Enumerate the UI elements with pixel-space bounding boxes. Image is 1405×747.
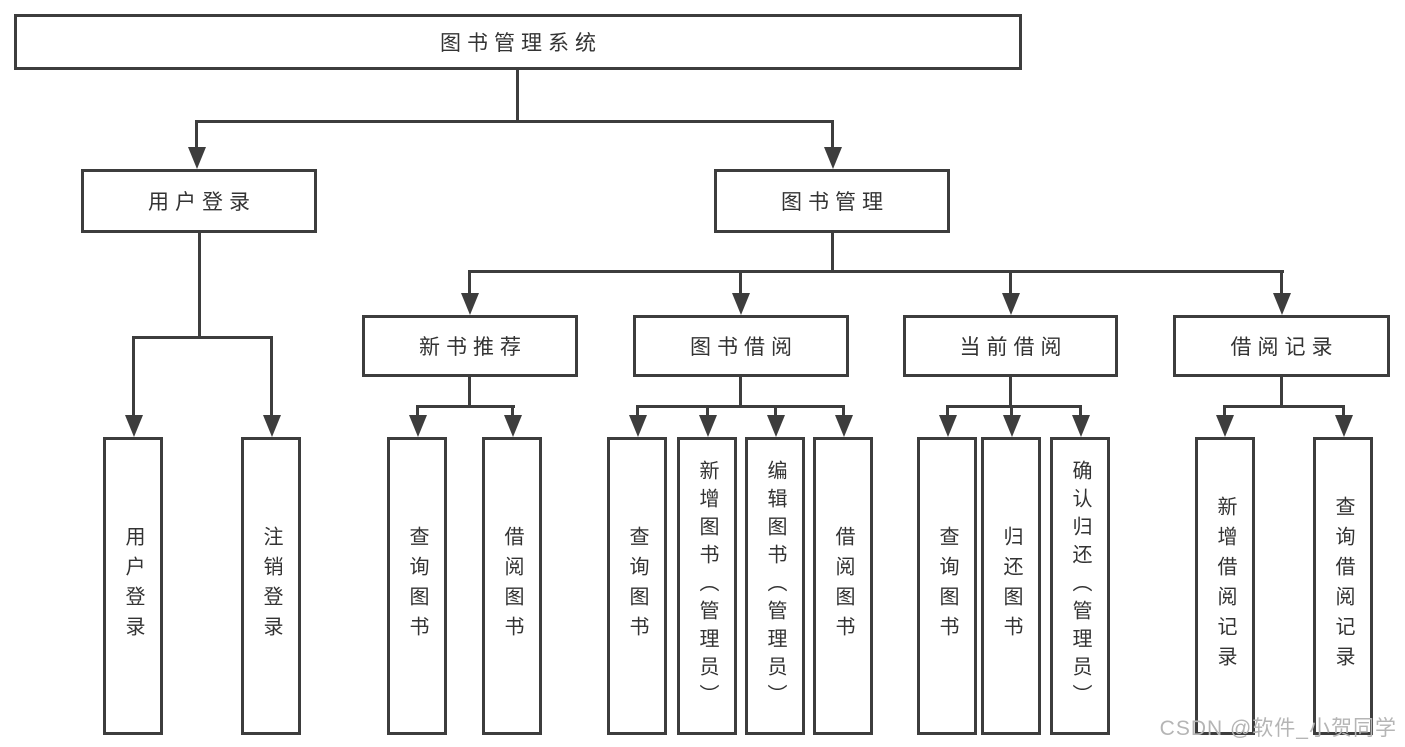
connector [416, 405, 419, 415]
arrow-down-icon [1335, 415, 1353, 437]
node-root-label: 图书管理系统 [440, 32, 602, 55]
leaf-return-book: 归还图书 [981, 437, 1041, 735]
leaf-query-book-borrow-label: 查询图书 [626, 526, 648, 646]
arrow-down-icon [1072, 415, 1090, 437]
arrow-down-icon [1003, 415, 1021, 437]
leaf-query-book-recommend-label: 查询图书 [406, 526, 428, 646]
connector [1280, 377, 1283, 405]
leaf-logout-label: 注销登录 [260, 526, 282, 646]
connector [195, 120, 834, 123]
connector [1079, 405, 1082, 415]
connector [1342, 405, 1345, 415]
node-book-management: 图书管理 [714, 169, 950, 233]
leaf-borrow-book-label: 借阅图书 [832, 526, 854, 646]
connector [270, 336, 273, 415]
node-borrow-records-label: 借阅记录 [1230, 336, 1339, 359]
arrow-down-icon [629, 415, 647, 437]
connector [516, 70, 519, 120]
connector [1010, 405, 1013, 415]
leaf-query-borrow-record: 查询借阅记录 [1313, 437, 1373, 735]
leaf-query-book-current: 查询图书 [917, 437, 977, 735]
connector [1009, 270, 1012, 293]
node-current-borrow: 当前借阅 [903, 315, 1118, 377]
arrow-down-icon [263, 415, 281, 437]
connector [198, 233, 201, 336]
arrow-down-icon [1273, 293, 1291, 315]
leaf-return-book-label: 归还图书 [1000, 526, 1022, 646]
leaf-confirm-return-admin-label: 确认归还（管理员） [1069, 460, 1091, 712]
connector [946, 405, 949, 415]
leaf-add-book-admin-label: 新增图书（管理员） [696, 460, 718, 712]
leaf-borrow-book: 借阅图书 [813, 437, 873, 735]
connector [132, 336, 135, 415]
node-new-book-recommend: 新书推荐 [362, 315, 578, 377]
connector [831, 233, 834, 270]
leaf-user-login-label: 用户登录 [122, 526, 144, 646]
leaf-edit-book-admin-label: 编辑图书（管理员） [764, 460, 786, 712]
leaf-edit-book-admin: 编辑图书（管理员） [745, 437, 805, 735]
connector [706, 405, 709, 415]
leaf-add-borrow-record: 新增借阅记录 [1195, 437, 1255, 735]
connector [132, 336, 273, 339]
leaf-query-book-borrow: 查询图书 [607, 437, 667, 735]
connector [636, 405, 845, 408]
connector [739, 377, 742, 405]
arrow-down-icon [699, 415, 717, 437]
arrow-down-icon [125, 415, 143, 437]
connector [946, 405, 1082, 408]
connector [739, 270, 742, 293]
connector [1009, 377, 1012, 405]
leaf-logout: 注销登录 [241, 437, 301, 735]
node-book-borrow: 图书借阅 [633, 315, 849, 377]
arrow-down-icon [835, 415, 853, 437]
node-book-management-label: 图书管理 [781, 191, 889, 214]
node-root: 图书管理系统 [14, 14, 1022, 70]
leaf-confirm-return-admin: 确认归还（管理员） [1050, 437, 1110, 735]
arrow-down-icon [939, 415, 957, 437]
connector [774, 405, 777, 415]
leaf-add-book-admin: 新增图书（管理员） [677, 437, 737, 735]
arrow-down-icon [824, 147, 842, 169]
arrow-down-icon [461, 293, 479, 315]
node-current-borrow-label: 当前借阅 [959, 336, 1068, 359]
leaf-borrow-book-recommend-label: 借阅图书 [501, 526, 523, 646]
connector [831, 120, 834, 147]
connector [636, 405, 639, 415]
arrow-down-icon [1216, 415, 1234, 437]
arrow-down-icon [767, 415, 785, 437]
connector [1223, 405, 1226, 415]
node-new-book-recommend-label: 新书推荐 [419, 336, 527, 359]
connector [1223, 405, 1345, 408]
connector [842, 405, 845, 415]
connector [416, 405, 515, 408]
connector [468, 270, 471, 293]
node-book-borrow-label: 图书借阅 [690, 336, 798, 359]
watermark: CSDN @软件_小贺同学 [1159, 717, 1397, 740]
connector [468, 377, 471, 405]
connector [468, 270, 1284, 273]
connector [1280, 270, 1283, 293]
connector [511, 405, 514, 415]
leaf-borrow-book-recommend: 借阅图书 [482, 437, 542, 735]
arrow-down-icon [188, 147, 206, 169]
leaf-query-book-current-label: 查询图书 [936, 526, 958, 646]
node-user-login-label: 用户登录 [148, 191, 256, 214]
node-user-login: 用户登录 [81, 169, 317, 233]
leaf-query-borrow-record-label: 查询借阅记录 [1332, 496, 1354, 676]
node-borrow-records: 借阅记录 [1173, 315, 1390, 377]
leaf-user-login: 用户登录 [103, 437, 163, 735]
leaf-query-book-recommend: 查询图书 [387, 437, 447, 735]
leaf-add-borrow-record-label: 新增借阅记录 [1214, 496, 1236, 676]
arrow-down-icon [504, 415, 522, 437]
arrow-down-icon [1002, 293, 1020, 315]
arrow-down-icon [732, 293, 750, 315]
arrow-down-icon [409, 415, 427, 437]
connector [195, 120, 198, 147]
